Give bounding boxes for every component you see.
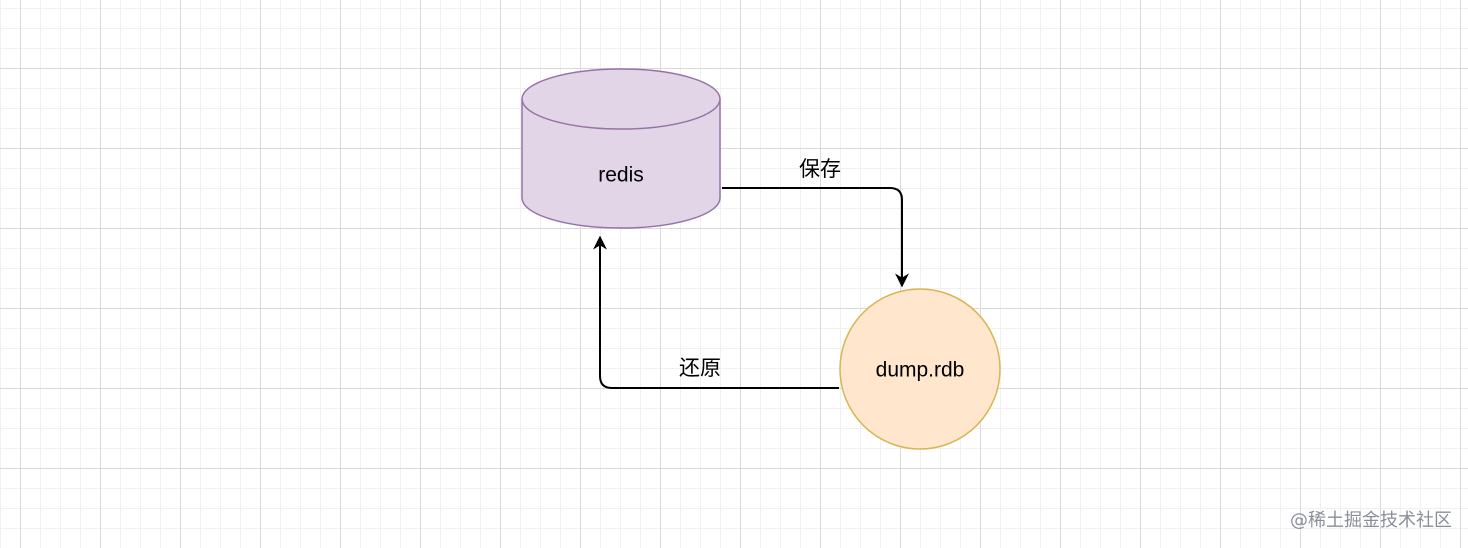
redis-cylinder-body <box>521 99 721 229</box>
redis-cylinder-top <box>521 68 721 130</box>
dump-rdb-node[interactable]: dump.rdb <box>839 288 1001 450</box>
save-edge-label: 保存 <box>799 157 841 181</box>
dump-rdb-label: dump.rdb <box>876 359 965 382</box>
restore-edge-line <box>593 235 839 389</box>
watermark-text: @稀土掘金技术社区 <box>1290 510 1452 531</box>
dump-rdb-circle <box>839 288 1001 450</box>
redis-node[interactable]: redis <box>521 68 721 229</box>
restore-edge-label: 还原 <box>679 356 721 380</box>
redis-label: redis <box>598 164 644 187</box>
restore-edge[interactable]: 还原 <box>593 235 839 389</box>
save-edge-line <box>722 187 909 288</box>
save-edge[interactable]: 保存 <box>722 157 909 288</box>
